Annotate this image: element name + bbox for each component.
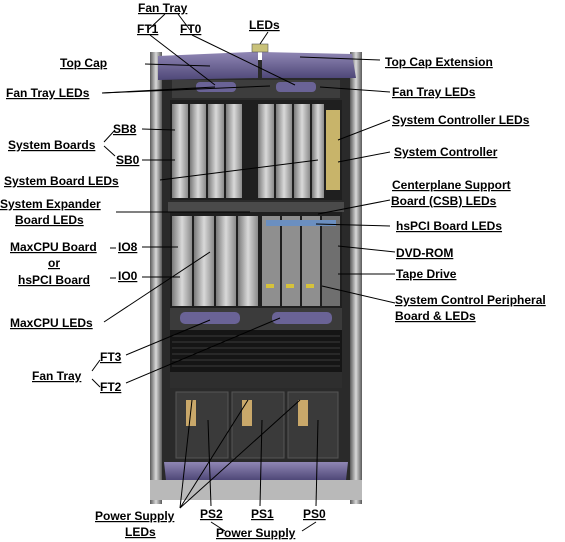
label-top-cap-extension: Top Cap Extension: [385, 55, 493, 69]
label-ft1: FT1: [137, 22, 159, 36]
label-system-controller-leds: System Controller LEDs: [392, 113, 530, 127]
label-hspci-board: hsPCI Board: [18, 273, 90, 287]
label-hspci-board-leds: hsPCI Board LEDs: [396, 219, 502, 233]
label-ps1: PS1: [251, 507, 274, 521]
label-dvd-rom: DVD-ROM: [396, 246, 453, 260]
fan-tray-ft1-shape: [196, 82, 236, 92]
label-system-board-leds: System Board LEDs: [4, 174, 119, 188]
label-sb8: SB8: [113, 122, 137, 136]
power-supply-units: [175, 391, 339, 459]
vent-grille: [170, 330, 342, 372]
fan-tray-ft3-shape: [180, 312, 240, 324]
label-tape-drive: Tape Drive: [396, 267, 457, 281]
base-plinth: [150, 480, 362, 500]
label-fan-tray-leds-right: Fan Tray LEDs: [392, 85, 476, 99]
label-power-supply-leds-line2: LEDs: [125, 525, 156, 539]
label-fan-tray-leds-left: Fan Tray LEDs: [6, 86, 90, 100]
label-power-supply-leds-line1: Power Supply: [95, 509, 175, 523]
label-top-cap: Top Cap: [60, 56, 107, 70]
label-sys-ctrl-periph-line2: Board & LEDs: [395, 309, 476, 323]
label-maxcpu-leds: MaxCPU LEDs: [10, 316, 93, 330]
label-ft3: FT3: [100, 350, 122, 364]
label-io0: IO0: [118, 269, 138, 283]
top-leds-panel: [251, 43, 269, 53]
label-power-supply: Power Supply: [216, 526, 296, 540]
label-sys-ctrl-periph-line1: System Control Peripheral: [395, 293, 546, 307]
label-io8: IO8: [118, 240, 138, 254]
label-system-expander-line1: System Expander: [0, 197, 101, 211]
label-system-expander-line2: Board LEDs: [15, 213, 84, 227]
fan-tray-ft2-shape: [272, 312, 332, 324]
top-cap-extension-shape: [262, 52, 356, 78]
label-maxcpu-board: MaxCPU Board: [10, 240, 97, 254]
centerplane-separator: [168, 202, 344, 212]
vent-lines: [172, 335, 340, 367]
label-sb0: SB0: [116, 153, 140, 167]
label-ft0: FT0: [180, 22, 202, 36]
right-rail: [350, 52, 362, 504]
server-cabinet: [150, 43, 362, 504]
leader-lines: [91, 13, 396, 532]
label-centerplane-line2: Board (CSB) LEDs: [391, 194, 497, 208]
callout-labels: Fan Tray FT1 FT0 LEDs Top Cap Top Cap Ex…: [0, 1, 546, 540]
label-fan-tray-bottom: Fan Tray: [32, 369, 82, 383]
io-board-slots: [172, 216, 340, 306]
bottom-cap-shape: [164, 462, 348, 480]
label-system-boards: System Boards: [8, 138, 96, 152]
label-system-controller: System Controller: [394, 145, 498, 159]
power-connector-strip: [170, 372, 342, 388]
fan-tray-ft0-shape: [276, 82, 316, 92]
left-rail: [150, 52, 162, 504]
label-fan-tray-top: Fan Tray: [138, 1, 188, 15]
label-ps0: PS0: [303, 507, 326, 521]
label-centerplane-line1: Centerplane Support: [392, 178, 511, 192]
label-ps2: PS2: [200, 507, 223, 521]
label-leds-top: LEDs: [249, 18, 280, 32]
label-ft2: FT2: [100, 380, 122, 394]
label-or: or: [48, 256, 60, 270]
